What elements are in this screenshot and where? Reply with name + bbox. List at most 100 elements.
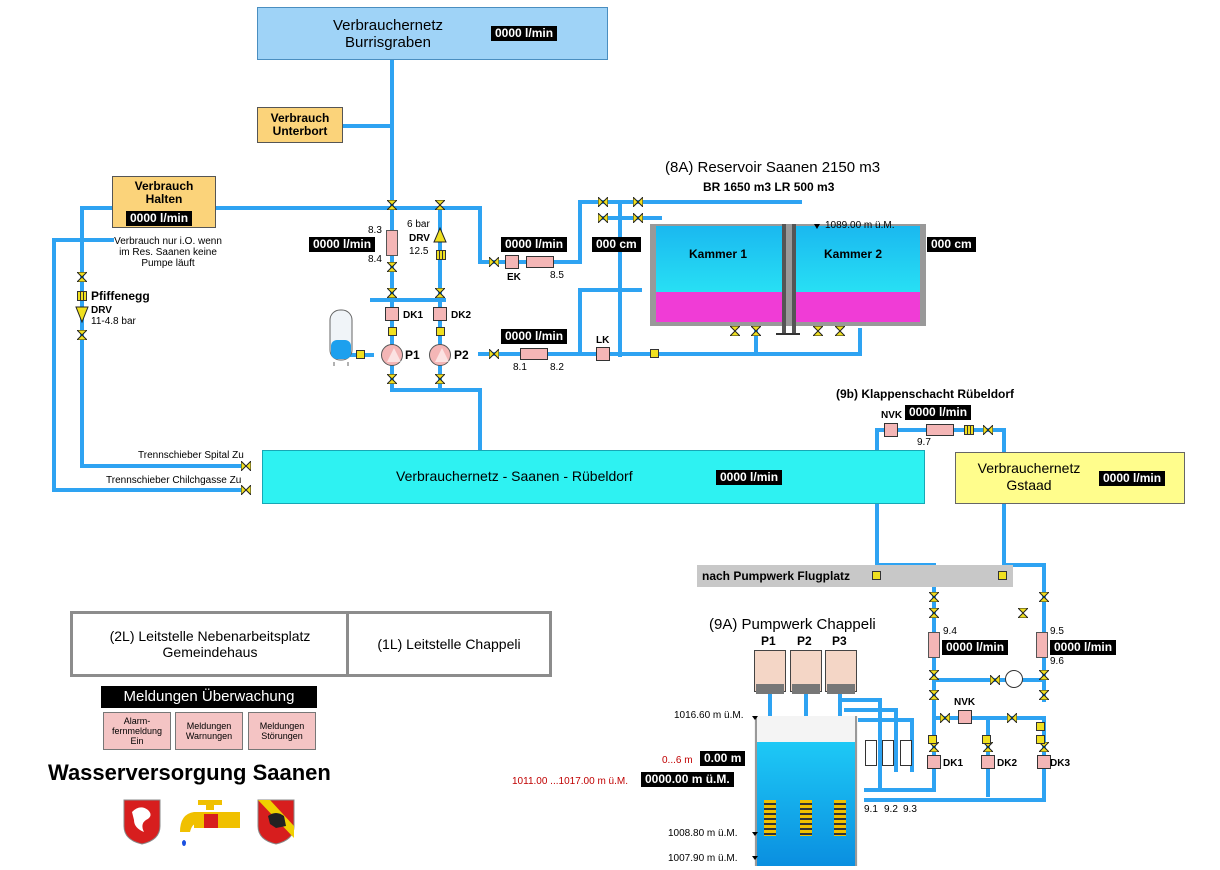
valve-icon[interactable] [633,197,643,207]
water-tap-icon [180,800,240,846]
alarmfernmeldung-button[interactable]: Alarm-fernmeldung Ein [103,712,171,750]
label-9-3: 9.3 [903,804,917,815]
saanen-coat-of-arms-icon [123,799,161,845]
valve-icon[interactable] [387,262,397,272]
valve-icon[interactable] [730,326,740,336]
valve-icon[interactable] [77,272,87,282]
leitstelle-chappeli-button[interactable]: (1L) Leitstelle Chappeli [346,611,552,677]
valve-icon[interactable] [241,485,251,495]
valve-icon[interactable] [435,374,445,384]
chappeli-p2-label: P2 [797,634,812,648]
chappeli-dk1-label: DK1 [943,758,964,769]
actuator-icon[interactable] [388,327,397,336]
strainer-icon [436,250,446,260]
valve-icon[interactable] [77,330,87,340]
chappeli-elev-range: 1011.00 ...1017.00 m ü.M. [512,776,629,787]
valve-icon[interactable] [241,461,251,471]
valve-icon[interactable] [1039,742,1049,752]
dk2-body [433,307,447,321]
valve-icon[interactable] [983,425,993,435]
valve-icon[interactable] [633,213,643,223]
chappeli-dk2-body [981,755,995,769]
valve-icon[interactable] [435,288,445,298]
chappeli-flow-b: 0000 l/min [1050,640,1117,655]
valve-icon[interactable] [983,742,993,752]
pump-p2[interactable] [429,344,451,366]
valve-icon[interactable] [751,326,761,336]
valve-icon[interactable] [489,349,499,359]
leitstelle-nebenarbeitsplatz-button[interactable]: (2L) Leitstelle Nebenarbeitsplatz Gemein… [70,611,350,677]
meldungen-stoerungen-button[interactable]: Meldungen Störungen [248,712,316,750]
meldungen-stoerungen-label: Meldungen Störungen [259,721,305,741]
valve-icon[interactable] [990,675,1000,685]
filter-8-5 [526,256,554,268]
halten-title: Verbrauch Halten [134,179,194,206]
valve-icon[interactable] [929,690,939,700]
label-9-1: 9.1 [864,804,878,815]
valve-icon[interactable] [598,197,608,207]
sump-graphic [752,716,858,866]
valve-icon[interactable] [1007,713,1017,723]
chappeli-elev-top: 1016.60 m ü.M. [674,710,744,721]
check-valve-9-3 [900,740,912,766]
label-12-5: 12.5 [409,246,429,257]
valve-icon[interactable] [387,374,397,384]
valve-icon[interactable] [835,326,845,336]
kammer-2-label: Kammer 2 [824,247,883,261]
klappenschacht-flow-value: 0000 l/min [905,405,972,420]
sump-intake-3 [834,800,846,836]
valve-icon[interactable] [387,200,397,210]
leitstelle-chappeli-label: (1L) Leitstelle Chappeli [377,636,521,652]
lk-flow-value: 0000 l/min [501,329,568,344]
meldungen-warnungen-label: Meldungen Warnungen [185,721,233,741]
actuator-icon[interactable] [1036,735,1045,744]
valve-icon[interactable] [929,742,939,752]
valve-icon[interactable] [813,326,823,336]
valve-icon[interactable] [1039,592,1049,602]
valve-icon[interactable] [929,608,939,618]
actuator-icon[interactable] [436,327,445,336]
chappeli-elev-low2: 1007.90 m ü.M. [668,853,738,864]
label-9-6: 9.6 [1050,656,1064,667]
valve-icon[interactable] [1039,670,1049,680]
valve-icon[interactable] [940,713,950,723]
flugplatz-valve-2[interactable] [998,571,1007,580]
valve-icon[interactable] [387,288,397,298]
klappenschacht-nvk: NVK [881,410,903,421]
valve-icon[interactable] [1018,608,1028,618]
valve-icon[interactable] [929,670,939,680]
valve-icon[interactable] [598,213,608,223]
valve-icon[interactable] [929,592,939,602]
actuator-icon[interactable] [650,349,659,358]
pfiffenegg-drv: DRV [91,305,112,316]
pfiffenegg-label: Pfiffenegg [91,289,150,303]
label-6-bar: 6 bar [407,219,430,230]
actuator-icon[interactable] [982,735,991,744]
reservoir-elevation: 1089.00 m ü.M. [825,220,895,231]
pump-p1[interactable] [381,344,403,366]
verbrauchernetz-saanen-ruebeldorf[interactable] [262,450,925,504]
gstaad-flow-value: 0000 l/min [1099,471,1166,486]
actuator-icon[interactable] [1036,722,1045,731]
sump-intake-1 [764,800,776,836]
chappeli-dk3-label: DK3 [1050,758,1071,769]
valve-icon[interactable] [435,200,445,210]
meldungen-warnungen-button[interactable]: Meldungen Warnungen [175,712,243,750]
chappeli-pump-base-3 [827,684,855,694]
reservoir-title: (8A) Reservoir Saanen 2150 m3 [665,159,881,176]
actuator-icon[interactable] [928,735,937,744]
actuator-icon[interactable] [356,350,365,359]
chappeli-title: (9A) Pumpwerk Chappeli [709,616,876,633]
flow-meter-8-3 [386,230,398,256]
nvk-body-9b [884,423,898,437]
verbrauch-unterbort[interactable]: Verbrauch Unterbort [257,107,343,143]
valve-icon[interactable] [489,257,499,267]
check-valve-9-1 [865,740,877,766]
valve-icon[interactable] [1039,690,1049,700]
filter-8-1 [520,348,548,360]
nach-pumpwerk-flugplatz-bar[interactable] [697,565,1013,587]
label-8-3: 8.3 [368,225,382,236]
flugplatz-valve-1[interactable] [872,571,881,580]
chappeli-elev-value: 0000.00 m ü.M. [641,772,734,787]
